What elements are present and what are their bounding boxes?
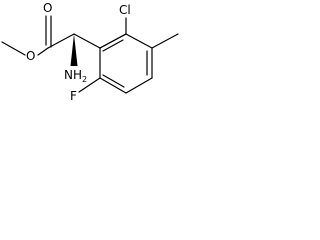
substituents — [78, 17, 179, 93]
atom-label-o-ester: O — [26, 49, 35, 63]
atom-label-f: F — [70, 89, 77, 103]
benzene-ring — [99, 33, 153, 94]
bond-alpha-ch2 — [73, 33, 101, 49]
bond-o-carbonyl-c — [37, 47, 49, 56]
ring-bond-1 — [125, 33, 153, 49]
bond-carbonyl-c-alpha — [47, 33, 75, 49]
ring-double-1 — [102, 39, 124, 52]
structure-diagram: O O NH2 Cl F — [1, 1, 179, 103]
ring-bond-3 — [125, 77, 153, 94]
ring-double-3 — [102, 74, 125, 88]
nh-text: NH — [64, 68, 82, 82]
bond-methyl-o — [1, 41, 26, 56]
ester-group — [1, 15, 75, 56]
atom-label-cl: Cl — [119, 3, 131, 17]
bond-ring-methyl — [151, 33, 179, 49]
atom-label-o-carbonyl: O — [43, 1, 52, 15]
ring-bond-4 — [99, 77, 127, 94]
nh2-subscript: 2 — [82, 75, 87, 84]
ring-bond-6 — [99, 33, 127, 49]
bond-ring-f — [78, 77, 101, 93]
atom-label-nh2: NH2 — [64, 68, 87, 84]
wedge-bond-nh2 — [70, 34, 78, 66]
